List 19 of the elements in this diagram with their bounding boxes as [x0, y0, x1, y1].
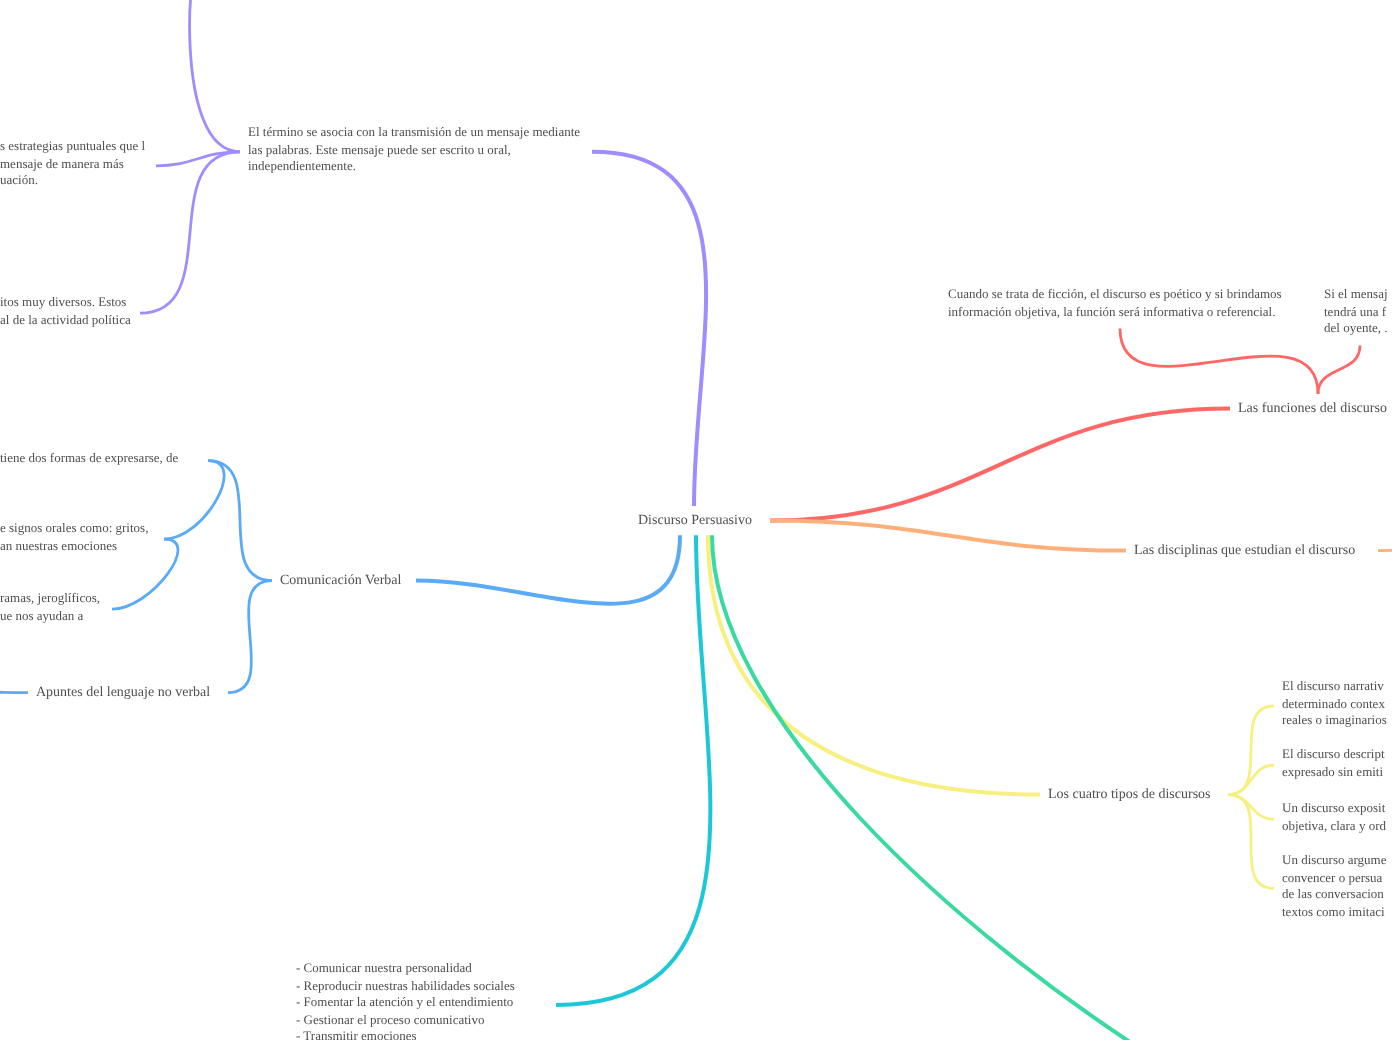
connector-line: [163, 459, 226, 541]
connector-line: [591, 149, 708, 507]
connector-line: [1227, 793, 1275, 890]
connector-line: [0, 690, 28, 694]
connector-line: [155, 150, 241, 168]
connector-line: [769, 518, 1127, 553]
connector-line: [1378, 548, 1392, 552]
connector-line: [1316, 345, 1362, 395]
connector-line: [207, 459, 273, 582]
connector-line: [706, 535, 1041, 797]
connector-line: [415, 534, 682, 606]
connector-line: [1227, 763, 1275, 796]
connector-line: [188, 0, 241, 154]
connector-line: [227, 579, 273, 694]
connector-line: [139, 150, 241, 315]
connector-line: [111, 537, 180, 611]
connector-line: [1118, 328, 1320, 395]
connector-line: [555, 535, 713, 1007]
connector-line: [769, 406, 1231, 523]
